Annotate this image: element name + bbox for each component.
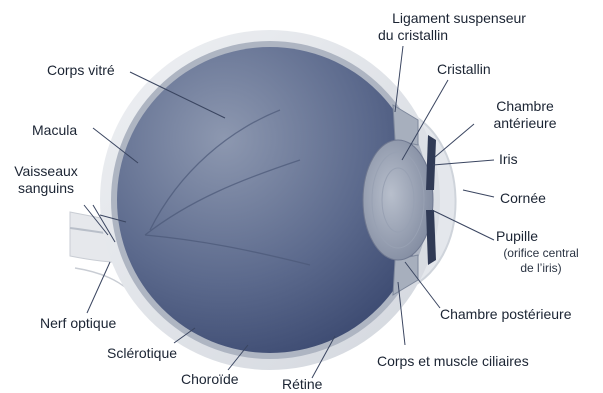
label-vaisseaux-line2: sanguins	[6, 180, 86, 197]
label-pupille-note-line1: (orifice central	[486, 246, 596, 261]
label-chambre-anterieure: Chambre antérieure	[470, 98, 580, 132]
label-corps-vitre: Corps vitré	[47, 62, 115, 79]
label-pupille-note: (orifice central de l’iris)	[486, 246, 596, 276]
label-pupille: Pupille	[496, 228, 538, 245]
label-nerf-optique: Nerf optique	[40, 315, 116, 332]
label-ligament-line2: du cristallin	[375, 27, 543, 44]
label-choroide: Choroïde	[181, 371, 239, 388]
label-sclerotique: Sclérotique	[107, 345, 177, 362]
label-chambre-posterieure: Chambre postérieure	[440, 306, 572, 323]
label-chambre-ant-line2: antérieure	[470, 115, 580, 132]
label-chambre-ant-line1: Chambre	[470, 98, 580, 115]
label-cornee: Cornée	[500, 190, 546, 207]
label-pupille-note-line2: de l’iris)	[486, 261, 596, 276]
label-vaisseaux-sanguins: Vaisseaux sanguins	[6, 163, 86, 197]
label-iris: Iris	[499, 151, 518, 168]
label-ligament-suspenseur: Ligament suspenseur du cristallin	[375, 10, 543, 44]
lens	[363, 140, 433, 260]
label-retine: Rétine	[282, 376, 322, 393]
label-corps-ciliaires: Corps et muscle ciliaires	[377, 353, 529, 370]
label-ligament-line1: Ligament suspenseur	[375, 10, 543, 27]
label-vaisseaux-line1: Vaisseaux	[6, 163, 86, 180]
label-cristallin: Cristallin	[437, 61, 491, 78]
label-macula: Macula	[32, 122, 77, 139]
